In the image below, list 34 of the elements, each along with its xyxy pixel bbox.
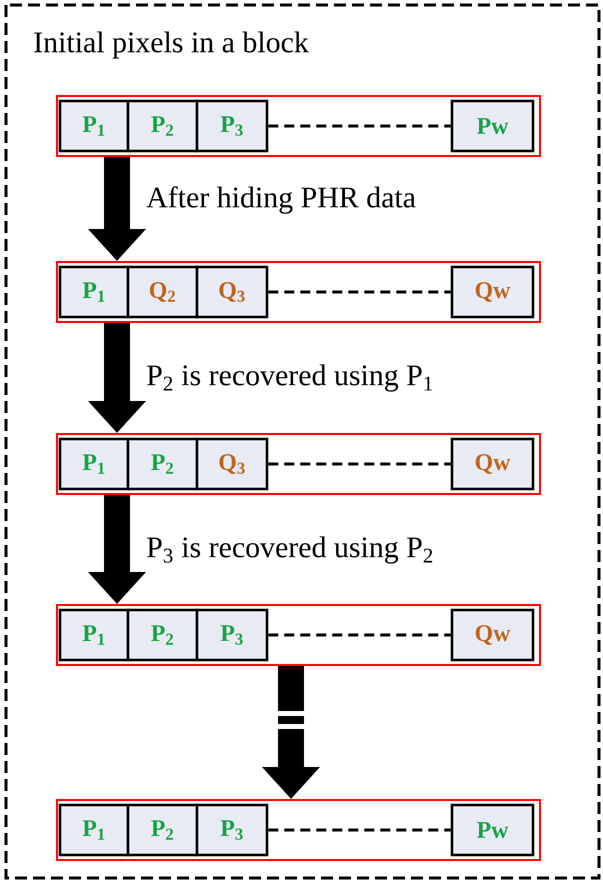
pixel-cell: P$_{3}$	[196, 608, 268, 662]
pixel-cell: P$_{3}$	[196, 804, 268, 856]
pixel-cell: P$_{2}$	[126, 438, 198, 490]
block-row	[56, 261, 541, 323]
pixel-cell: Q$_{2}$	[126, 266, 198, 318]
block-row	[56, 604, 541, 666]
pixel-cell: Qw	[450, 608, 534, 662]
pixel-cell: Qw	[450, 438, 534, 490]
dashed-line	[268, 634, 451, 636]
edge-label: P$_{2}$ is recovered using P$_{1}$	[145, 363, 435, 393]
dashed-line	[268, 124, 451, 128]
pixel-cell: P$_{3}$	[196, 100, 268, 152]
edge-label: P$_{3}$ is recovered using P$_{2}$	[145, 535, 435, 565]
block-row	[56, 433, 541, 495]
pixel-cell: Pw	[450, 804, 534, 856]
pixel-cell: Qw	[450, 266, 534, 318]
edge-label: After hiding PHR data	[145, 185, 417, 215]
pixel-cell: P$_{1}$	[58, 100, 130, 152]
block-row	[56, 799, 541, 861]
dashed-line	[268, 290, 451, 294]
pixel-cell: P$_{2}$	[126, 100, 198, 152]
dashed-line	[268, 462, 451, 466]
heading: Initial pixels in a block	[34, 31, 309, 59]
pixel-cell: Pw	[450, 100, 534, 152]
pixel-cell: P$_{1}$	[58, 804, 130, 856]
pixel-cell: P$_{1}$	[58, 438, 130, 490]
pixel-cell: P$_{2}$	[126, 804, 198, 856]
block-row	[56, 95, 541, 157]
pixel-cell: P$_{1}$	[58, 608, 130, 662]
pixel-cell: P$_{2}$	[126, 608, 198, 662]
pixel-cell: P$_{1}$	[58, 266, 130, 318]
dashed-line	[268, 828, 451, 832]
pixel-cell: Q$_{3}$	[196, 266, 268, 318]
pixel-cell: Q$_{3}$	[196, 438, 268, 490]
